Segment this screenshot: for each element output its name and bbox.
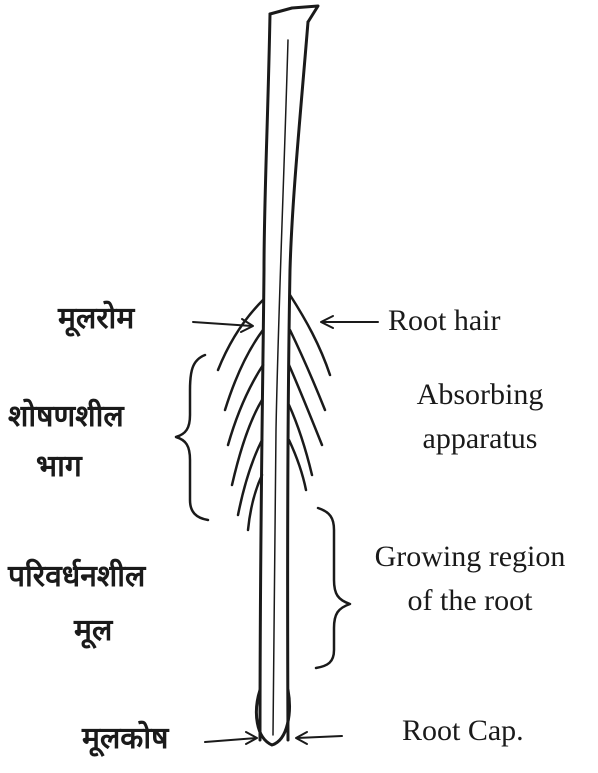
root-top-cut (270, 6, 318, 22)
root-hair-right-4 (289, 405, 312, 475)
absorbing-english-label-line1: Absorbing (380, 378, 580, 413)
root-hair-left-4 (232, 400, 262, 485)
root-hair-right-3 (289, 365, 322, 445)
root-center-line (273, 40, 288, 735)
growing-english-label-line1: Growing region (352, 540, 588, 575)
root-hair-left-1 (218, 300, 263, 370)
growing-hindi-label-line1: परिवर्धनशील (8, 560, 145, 595)
root-cap-left-arrow (205, 738, 256, 742)
root-hair-hindi-label: मूलरोम (58, 302, 134, 337)
root-hair-right-1 (290, 295, 330, 375)
root-cap-english-label: Root Cap. (402, 714, 524, 749)
root-right-edge (288, 22, 308, 740)
root-hair-right-2 (290, 330, 325, 410)
growing-english-label-line2: of the root (352, 584, 588, 619)
absorbing-english-label-line2: apparatus (380, 422, 580, 457)
root-left-edge (260, 14, 270, 740)
root-hair-english-label: Root hair (388, 304, 501, 339)
absorbing-hindi-label-line1: शोषणशील (8, 400, 124, 435)
root-cap-right-arrow (297, 736, 342, 738)
growing-hindi-label-line2: मूल (74, 614, 112, 649)
absorbing-brace-left (176, 355, 208, 520)
root-cap-hindi-label: मूलकोष (82, 722, 168, 757)
absorbing-hindi-label-line2: भाग (36, 450, 82, 485)
growing-brace-right (316, 508, 350, 668)
